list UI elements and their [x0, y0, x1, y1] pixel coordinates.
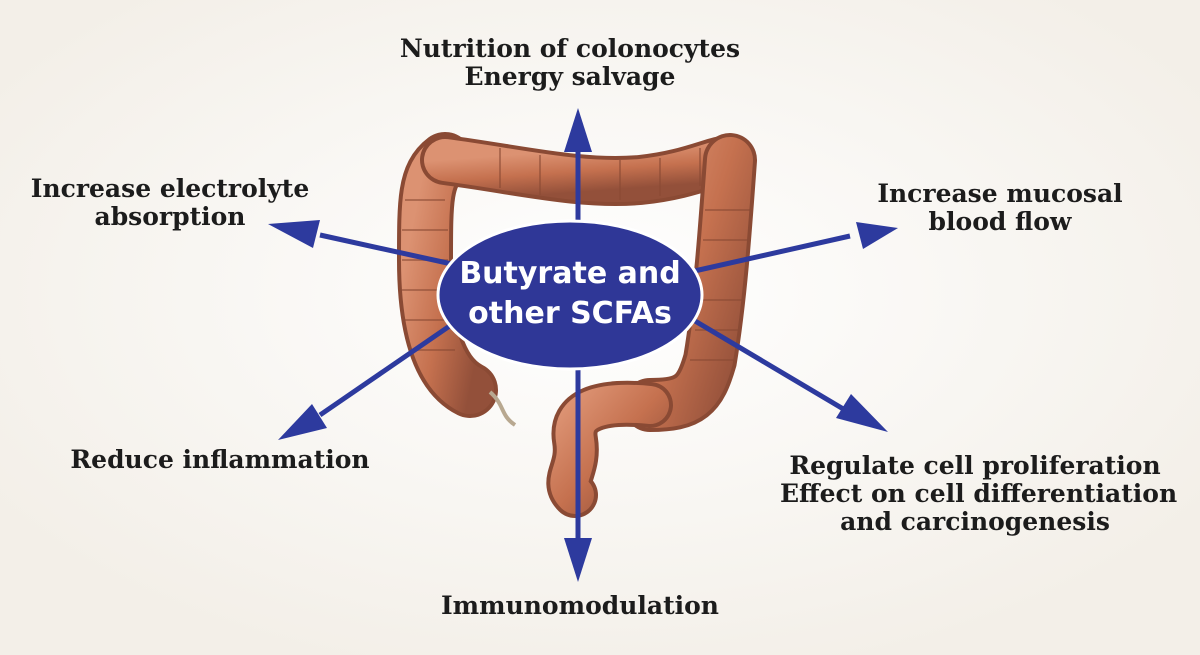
label-upper-right: Increase mucosal blood flow [850, 180, 1150, 236]
label-bottom-line-1: Immunomodulation [440, 591, 719, 620]
arrowhead-down [564, 538, 592, 582]
label-bottom: Immunomodulation [420, 592, 740, 620]
arrow-upper-right [689, 233, 851, 275]
center-label-line-2: other SCFAs [468, 296, 672, 331]
arrow-upper-left [319, 232, 471, 271]
label-top-line-2: Energy salvage [464, 62, 676, 91]
center-ellipse [436, 219, 704, 371]
arrowhead-upper-left [268, 220, 320, 248]
arrowhead-up [564, 108, 592, 152]
center-label-line-1: Butyrate and [459, 256, 681, 291]
label-upper-right-line-1: Increase mucosal [877, 179, 1123, 208]
arrowhead-upper-right [856, 222, 898, 249]
label-upper-left-line-2: absorption [94, 202, 246, 231]
arrowhead-lower-right [836, 394, 888, 432]
arrow-lower-right [688, 315, 847, 413]
label-upper-left: Increase electrolyte absorption [20, 175, 320, 231]
center-label: Butyrate and other SCFAs [440, 254, 700, 334]
arrow-lower-left [318, 309, 472, 418]
label-lower-right-line-3: and carcinogenesis [840, 507, 1110, 536]
label-lower-right: Regulate cell proliferation Effect on ce… [780, 451, 1178, 536]
label-top-line-1: Nutrition of colonocytes [399, 34, 741, 63]
label-upper-right-line-2: blood flow [928, 207, 1072, 236]
label-lower-right-line-2: Effect on cell differentiation [780, 479, 1178, 508]
label-lower-left-line-1: Reduce inflammation [70, 445, 370, 474]
label-lower-left: Reduce inflammation [60, 446, 380, 474]
label-lower-right-line-1: Regulate cell proliferation [789, 451, 1161, 480]
label-top: Nutrition of colonocytes Energy salvage [380, 35, 760, 91]
label-upper-left-line-1: Increase electrolyte [30, 174, 310, 203]
arrowhead-lower-left [278, 404, 327, 440]
